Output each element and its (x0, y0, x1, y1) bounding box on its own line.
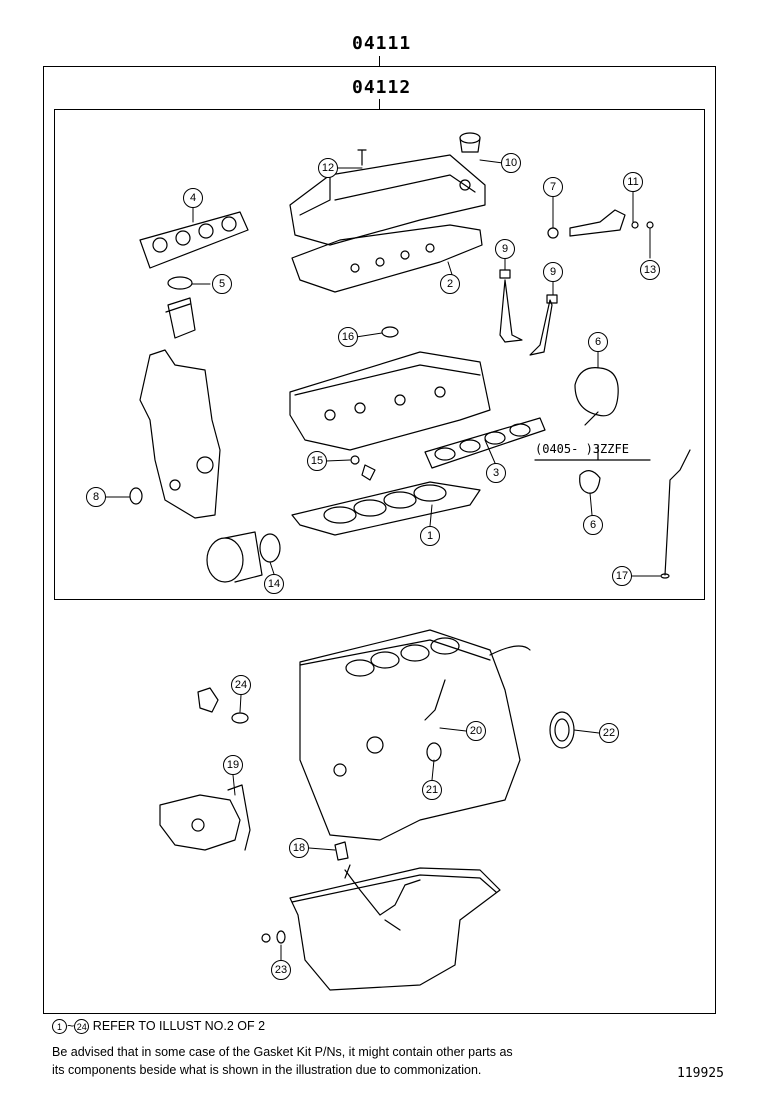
intake-manifold-gasket-drawing (424, 417, 546, 469)
callout-15: 15 (307, 451, 327, 471)
engine-range-label: (0405- )3ZZFE (535, 442, 629, 456)
callout-6-lower: 6 (583, 515, 603, 535)
exhaust-manifold-gasket-drawing (139, 211, 249, 269)
advisory-line-1: Be advised that in some case of the Gask… (52, 1045, 513, 1059)
reference-note: 1~24 REFER TO ILLUST NO.2 OF 2 (52, 1019, 266, 1035)
callout-10: 10 (501, 153, 521, 173)
timing-chain-cover-drawing (139, 349, 221, 519)
inner-kit-frame (54, 109, 705, 600)
callout-9-lower: 9 (543, 262, 563, 282)
callout-21: 21 (422, 780, 442, 800)
ref-end-number: 24 (74, 1019, 90, 1035)
advisory-line-2: its components beside what is shown in t… (52, 1063, 482, 1077)
cylinder-head-gasket-drawing (291, 481, 481, 536)
callout-1: 1 (420, 526, 440, 546)
callout-18: 18 (289, 838, 309, 858)
callout-20: 20 (466, 721, 486, 741)
ref-start-number: 1 (52, 1019, 67, 1035)
callout-5: 5 (212, 274, 232, 294)
cylinder-head-cover-drawing (289, 132, 486, 246)
reference-text: REFER TO ILLUST NO.2 OF 2 (92, 1019, 266, 1033)
callout-6-upper: 6 (588, 332, 608, 352)
head-cover-gasket-drawing (291, 224, 483, 293)
callout-2: 2 (440, 274, 460, 294)
kit-04111-label: 04111 (352, 33, 412, 54)
callout-22: 22 (599, 723, 619, 743)
callout-8: 8 (86, 487, 106, 507)
oil-pan-drawing (289, 864, 501, 991)
callout-3: 3 (486, 463, 506, 483)
callout-19: 19 (223, 755, 243, 775)
callout-16: 16 (338, 327, 358, 347)
ref-tilde: ~ (67, 1019, 75, 1033)
callout-4: 4 (183, 188, 203, 208)
outer-kit-frame (43, 66, 716, 1014)
oil-dipstick-guide-drawing (664, 449, 691, 576)
illustration-number: 119925 (677, 1066, 724, 1081)
callout-23: 23 (271, 960, 291, 980)
callout-24: 24 (231, 675, 251, 695)
callout-14: 14 (264, 574, 284, 594)
kit-04112-leader (379, 99, 380, 109)
leader-lines (105, 159, 661, 961)
callout-13: 13 (640, 260, 660, 280)
cylinder-head-drawing (289, 326, 491, 451)
cylinder-block-drawing (299, 629, 531, 841)
callout-17: 17 (612, 566, 632, 586)
kit-04111-leader (379, 56, 380, 66)
valve-drawing (499, 279, 523, 343)
callout-11: 11 (623, 172, 643, 192)
callout-12: 12 (318, 158, 338, 178)
callout-7: 7 (543, 177, 563, 197)
kit-04112-label: 04112 (352, 77, 412, 98)
callout-9-upper: 9 (495, 239, 515, 259)
